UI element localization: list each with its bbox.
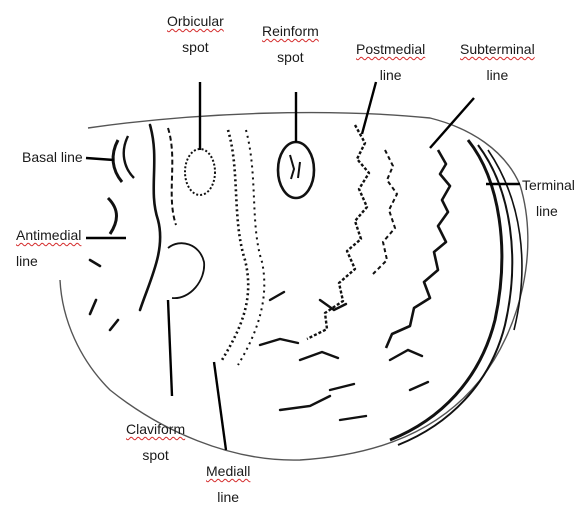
reinform-spot-shape: [278, 142, 314, 198]
label-subterminal-line-line2: line: [460, 66, 535, 84]
label-basal-line-line1: Basal line: [22, 148, 83, 166]
label-reinform-spot: Reinform spot: [262, 22, 319, 66]
basal-line-marks-3: [108, 198, 117, 234]
label-orbicular-spot-line1: Orbicular: [167, 12, 224, 30]
label-claviform-spot-line2: spot: [126, 446, 185, 464]
wing-scale-marks: [260, 292, 428, 420]
wing-scale-marks-2: [90, 260, 118, 330]
label-claviform-spot: Claviform spot: [126, 420, 185, 464]
antimedial-line-marks-2: [168, 128, 176, 225]
label-subterminal-line: Subterminal line: [460, 40, 535, 84]
label-postmedial-line: Postmedial line: [356, 40, 425, 84]
leader-basal: [86, 158, 114, 160]
label-antimedial-line-line1: Antimedial: [16, 226, 81, 244]
label-medial-line-line1: Mediall: [206, 462, 250, 480]
label-basal-line: Basal line: [22, 148, 83, 166]
label-terminal-line-line1: Terminal: [522, 176, 575, 194]
postmedial-line-marks-2: [373, 150, 397, 274]
reinform-spot-inner: [290, 155, 300, 179]
medial-line-marks-2: [238, 130, 264, 365]
subterminal-line-marks: [386, 150, 450, 348]
label-antimedial-line: Antimedial line: [16, 226, 81, 270]
label-subterminal-line-line1: Subterminal: [460, 40, 535, 58]
label-antimedial-line-line2: line: [16, 252, 81, 270]
label-terminal-line: Terminal line: [522, 176, 575, 220]
label-reinform-spot-line2: spot: [262, 48, 319, 66]
terminal-line-marks: [390, 140, 502, 440]
medial-line-marks: [222, 130, 248, 360]
basal-line-marks: [113, 140, 122, 182]
label-postmedial-line-line1: Postmedial: [356, 40, 425, 58]
antimedial-line-marks: [140, 125, 160, 310]
terminal-line-marks-2: [398, 145, 512, 445]
claviform-spot-shape: [168, 243, 204, 298]
label-orbicular-spot: Orbicular spot: [167, 12, 224, 56]
basal-line-marks-2: [124, 136, 134, 178]
leader-claviform: [168, 300, 172, 396]
label-orbicular-spot-line2: spot: [167, 38, 224, 56]
label-reinform-spot-line1: Reinform: [262, 22, 319, 40]
label-medial-line: Mediall line: [206, 462, 250, 506]
orbicular-spot-shape: [185, 149, 215, 195]
label-terminal-line-line2: line: [536, 202, 575, 220]
leader-postmedial: [362, 82, 376, 134]
label-postmedial-line-line2: line: [356, 66, 425, 84]
label-medial-line-line2: line: [206, 488, 250, 506]
leader-medial: [214, 362, 226, 450]
label-claviform-spot-line1: Claviform: [126, 420, 185, 438]
